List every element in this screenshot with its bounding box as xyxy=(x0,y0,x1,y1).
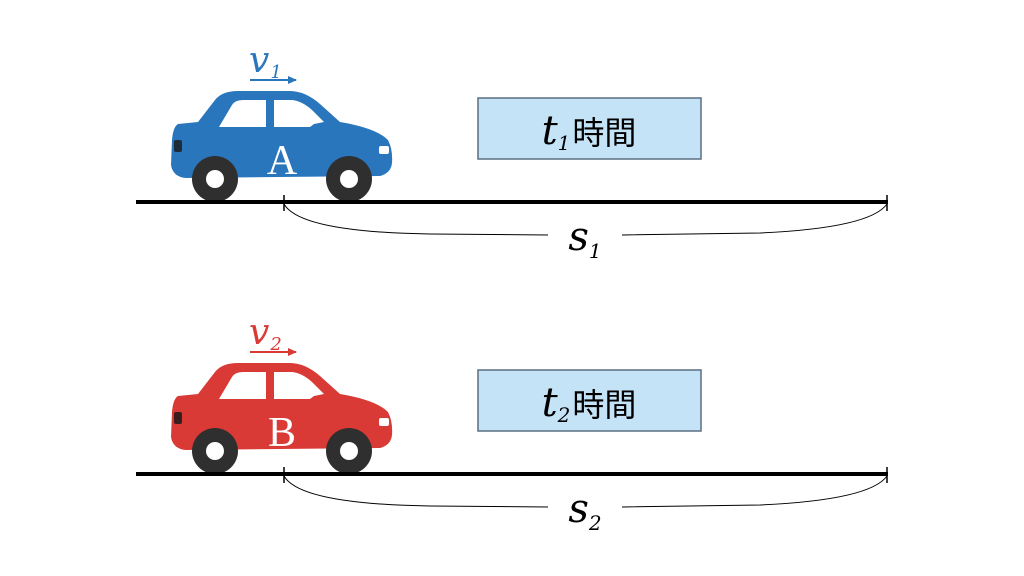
distance-brace-left-a xyxy=(283,203,549,236)
front-hub xyxy=(340,442,358,460)
scene-a: v1 A t1時間 s1 xyxy=(136,40,888,263)
time-label-a: t1時間 xyxy=(542,108,637,155)
car-letter-a: A xyxy=(267,138,298,184)
car-letter-b: B xyxy=(268,410,296,456)
distance-brace-left-b xyxy=(283,475,549,508)
rear-hub xyxy=(206,170,224,188)
time-box-b xyxy=(477,369,702,432)
taillight xyxy=(174,140,182,152)
velocity-label-a: v1 xyxy=(249,40,282,83)
car-b: B xyxy=(171,363,393,474)
time-box-a xyxy=(477,97,702,160)
time-label-b: t2時間 xyxy=(542,380,637,427)
headlight xyxy=(379,418,389,426)
headlight xyxy=(379,146,389,154)
car-body-a xyxy=(171,91,393,178)
car-pillar xyxy=(266,100,274,128)
car-window-rear xyxy=(274,372,324,399)
scene-b: v2 B t2時間 s2 xyxy=(136,312,888,535)
car-window-front xyxy=(219,372,266,399)
distance-label-b: s2 xyxy=(568,486,601,535)
distance-label-a: s1 xyxy=(568,214,601,263)
velocity-label-b: v2 xyxy=(249,312,282,355)
car-pillar xyxy=(266,372,274,400)
car-body-b xyxy=(171,363,393,450)
car-window-front xyxy=(219,100,266,127)
distance-brace-right-b xyxy=(621,475,888,508)
front-hub xyxy=(340,170,358,188)
rear-hub xyxy=(206,442,224,460)
car-window-rear xyxy=(274,100,324,127)
car-a: A xyxy=(171,91,393,202)
taillight xyxy=(174,412,182,424)
distance-brace-right-a xyxy=(621,203,888,236)
